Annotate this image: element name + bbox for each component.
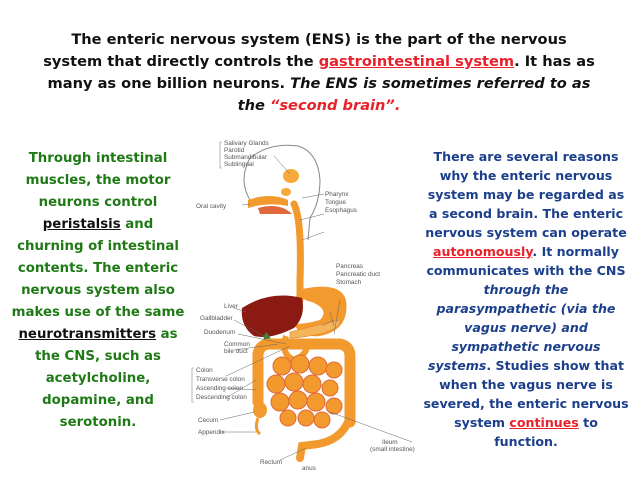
colon-bracket bbox=[191, 367, 194, 403]
left-line: contents. The enteric bbox=[17, 261, 179, 276]
leader-lines bbox=[219, 155, 413, 461]
gallbladder-label: Gallbladder bbox=[200, 315, 234, 322]
digestive-system-diagram: Salivary Glands Parotid Submandibular Su… bbox=[191, 140, 415, 472]
left-line: Through intestinal bbox=[28, 151, 168, 166]
header-line-2-post: . It has as bbox=[514, 53, 595, 70]
stomach-label: Stomach bbox=[336, 279, 362, 286]
right-text-column: There are several reasons why the enteri… bbox=[420, 147, 632, 451]
bile-duct-label: bile duct bbox=[224, 348, 248, 355]
ileum-sub-label: (small intestine) bbox=[370, 446, 415, 453]
right-line: There are several reasons bbox=[433, 149, 619, 164]
header-line-2-pre: system that directly controls the bbox=[43, 53, 319, 70]
left-line-post: as bbox=[156, 327, 178, 342]
cecum bbox=[253, 402, 267, 418]
right-line-post: to bbox=[578, 415, 598, 430]
liver bbox=[241, 295, 303, 337]
duodenum-label: Duodenum bbox=[204, 329, 235, 336]
right-line: through the bbox=[483, 282, 569, 297]
right-line: systems. Studies show that bbox=[420, 356, 632, 375]
rectum-label: Rectum bbox=[260, 459, 282, 466]
left-line: the CNS, such as bbox=[35, 349, 161, 364]
left-line: neurons control bbox=[38, 195, 158, 210]
sublingual-label: Sublingual bbox=[224, 161, 254, 168]
pancreas bbox=[289, 319, 341, 339]
liver-label: Liver bbox=[224, 303, 239, 310]
left-line: churning of intestinal bbox=[17, 239, 179, 254]
pharynx-label: Pharynx bbox=[325, 191, 349, 198]
submandibular-gland bbox=[281, 188, 291, 196]
systems-italic: systems bbox=[427, 358, 487, 373]
anus-label: anus bbox=[302, 465, 316, 472]
header-line-1: The enteric nervous system (ENS) is the … bbox=[71, 31, 567, 48]
salivary-bracket bbox=[219, 141, 222, 169]
left-line: acetylcholine, bbox=[45, 371, 151, 386]
parotid-gland bbox=[283, 169, 299, 183]
pancreatic-duct-label: Pancreatic duct bbox=[336, 271, 380, 278]
right-line: parasympathetic (via the bbox=[436, 301, 616, 316]
left-line: makes use of the same bbox=[11, 305, 185, 320]
appendix bbox=[254, 417, 261, 436]
salivary-glands-label: Salivary Glands bbox=[224, 140, 269, 147]
autonomously-link[interactable]: autonomously bbox=[433, 244, 533, 259]
header-line-3: many as one billion neurons. The ENS is … bbox=[14, 73, 624, 95]
right-line: severed, the enteric nervous bbox=[423, 396, 629, 411]
header-line-3-italic: The ENS is sometimes referred to as bbox=[290, 75, 591, 92]
continues-link[interactable]: continues bbox=[509, 415, 579, 430]
gastrointestinal-system-link[interactable]: gastrointestinal system bbox=[318, 53, 515, 70]
left-line: peristalsis and bbox=[10, 214, 186, 236]
left-line: nervous system also bbox=[21, 283, 175, 298]
appendix-label: Appendix bbox=[198, 429, 225, 436]
right-line: when the vagus nerve is bbox=[439, 377, 613, 392]
rectum bbox=[296, 418, 352, 462]
tongue bbox=[258, 206, 292, 214]
right-line: nervous system can operate bbox=[425, 225, 627, 240]
right-line-post: . It normally bbox=[532, 244, 619, 259]
colon-label: Colon bbox=[196, 367, 213, 374]
header-line-4: the “second brain”. bbox=[14, 95, 624, 117]
second-brain-phrase: “second brain”. bbox=[269, 97, 401, 114]
header-line-3-pre: many as one billion neurons. bbox=[47, 75, 291, 92]
esophagus bbox=[290, 200, 304, 304]
header-paragraph: The enteric nervous system (ENS) is the … bbox=[14, 29, 624, 117]
right-line: a second brain. The enteric bbox=[428, 206, 624, 221]
submandibular-label: Submandibular bbox=[224, 154, 268, 161]
left-text-column: Through intestinal muscles, the motor ne… bbox=[10, 148, 186, 434]
head-outline bbox=[243, 144, 321, 241]
oral-cavity bbox=[248, 196, 288, 208]
small-intestine bbox=[266, 354, 343, 429]
right-line: system continues to bbox=[420, 413, 632, 432]
left-line: neurotransmitters as bbox=[10, 324, 186, 346]
right-line: system may be regarded as bbox=[427, 187, 625, 202]
left-line: dopamine, and bbox=[42, 393, 154, 408]
right-line: function. bbox=[494, 434, 558, 449]
header-line-2: system that directly controls the gastro… bbox=[14, 51, 624, 73]
pancreas-label: Pancreas bbox=[336, 263, 363, 270]
header-line-4-the: the bbox=[237, 97, 270, 114]
transverse-colon-label: Transverse colon bbox=[196, 376, 245, 383]
left-line: serotonin. bbox=[59, 415, 137, 430]
descending-colon-label: Descending colon bbox=[196, 394, 247, 401]
peristalsis-link[interactable]: peristalsis bbox=[42, 217, 121, 232]
right-line-post: . Studies show that bbox=[486, 358, 624, 373]
neurotransmitters-link[interactable]: neurotransmitters bbox=[18, 327, 156, 342]
esophagus-label: Esophagus bbox=[325, 207, 357, 214]
oral-cavity-label: Oral cavity bbox=[196, 203, 227, 210]
left-line-post: and bbox=[120, 217, 154, 232]
cecum-label: Cecum bbox=[198, 417, 218, 424]
parotid-label: Parotid bbox=[224, 147, 245, 154]
right-line-pre: system bbox=[454, 415, 510, 430]
right-line: autonomously. It normally bbox=[420, 242, 632, 261]
right-line: why the enteric nervous bbox=[439, 168, 613, 183]
common-label: Common bbox=[224, 341, 250, 348]
right-line: vagus nerve) and bbox=[464, 320, 588, 335]
tongue-label: Tongue bbox=[325, 199, 346, 206]
right-line: sympathetic nervous bbox=[451, 339, 601, 354]
left-line: muscles, the motor bbox=[25, 173, 171, 188]
ascending-colon-label: Ascending colon bbox=[196, 385, 243, 392]
right-line: communicates with the CNS bbox=[426, 263, 626, 278]
colon bbox=[252, 338, 356, 428]
ileum-label: Ileum bbox=[382, 439, 398, 446]
